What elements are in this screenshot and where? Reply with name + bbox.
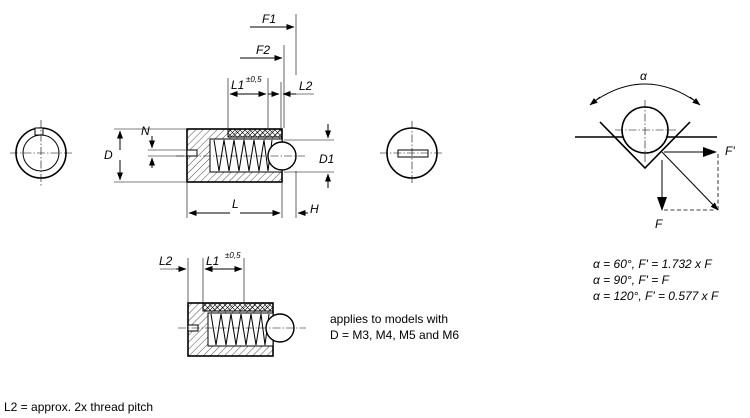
label-l1: L1 [231, 78, 244, 92]
small-model-section-view [178, 302, 306, 357]
label-l: L [232, 197, 239, 211]
end-view-left [10, 120, 72, 186]
force-diagram: α F F' [575, 69, 735, 231]
model-note-line2: D = M3, M4, M5 and M6 [330, 328, 459, 342]
label-f2: F2 [256, 43, 270, 57]
label-l2: L2 [299, 79, 313, 93]
model-note-line1: applies to models with [330, 312, 448, 326]
label-f-force: F [655, 217, 663, 231]
dimension-lines-main: F1 F2 L1 ±0,5 L2 D N D1 [104, 12, 334, 218]
label-l1-tolerance: ±0,5 [246, 75, 262, 84]
footnote-l2: L2 = approx. 2x thread pitch [4, 400, 153, 414]
formula-alpha-60: α = 60°, F' = 1.732 x F [593, 257, 712, 271]
label-h: H [310, 202, 319, 216]
label-l1-small: L1 [206, 254, 219, 268]
label-f-prime: F' [725, 144, 735, 158]
label-l2-small: L2 [159, 254, 173, 268]
label-d1: D1 [319, 152, 334, 166]
label-l1-small-tolerance: ±0,5 [225, 251, 241, 260]
formula-alpha-120: α = 120°, F' = 0.577 x F [593, 289, 719, 303]
label-n: N [141, 124, 150, 138]
main-section-view [176, 128, 305, 183]
end-view-right [380, 121, 444, 185]
label-f1: F1 [262, 12, 276, 26]
label-d: D [104, 148, 113, 162]
dimension-lines-small: L2 L1 ±0,5 [159, 251, 245, 302]
formula-alpha-90: α = 90°, F' = F [593, 273, 670, 287]
label-alpha: α [640, 69, 648, 83]
